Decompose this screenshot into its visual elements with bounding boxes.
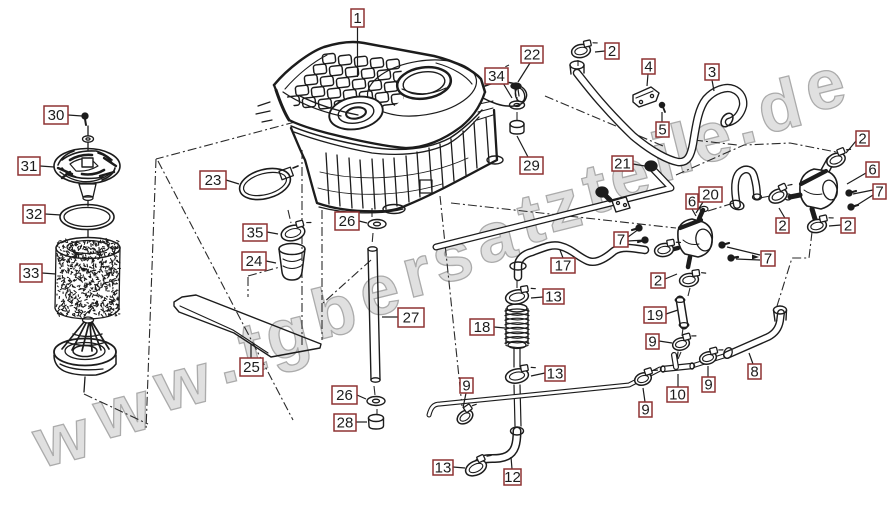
svg-text:2: 2: [858, 131, 866, 148]
svg-text:33: 33: [23, 265, 40, 282]
svg-text:13: 13: [547, 366, 564, 383]
svg-text:35: 35: [247, 225, 264, 242]
svg-text:8: 8: [750, 364, 758, 381]
svg-text:9: 9: [641, 402, 649, 419]
svg-text:9: 9: [462, 378, 470, 395]
svg-text:17: 17: [555, 258, 572, 275]
svg-text:19: 19: [647, 307, 664, 324]
svg-text:24: 24: [246, 253, 263, 270]
svg-text:26: 26: [336, 387, 353, 404]
svg-text:3: 3: [708, 64, 716, 81]
svg-text:30: 30: [48, 107, 65, 124]
svg-text:20: 20: [702, 187, 719, 204]
svg-text:7: 7: [875, 184, 883, 201]
svg-text:21: 21: [614, 156, 631, 173]
svg-text:2: 2: [844, 218, 852, 235]
svg-text:18: 18: [474, 319, 491, 336]
svg-text:9: 9: [704, 377, 712, 394]
svg-text:26: 26: [339, 213, 356, 230]
svg-text:25: 25: [243, 359, 260, 376]
svg-text:6: 6: [868, 162, 876, 179]
svg-text:10: 10: [669, 387, 686, 404]
svg-text:31: 31: [21, 158, 38, 175]
svg-text:4: 4: [644, 59, 652, 76]
svg-text:34: 34: [488, 68, 505, 85]
svg-text:29: 29: [523, 158, 540, 175]
svg-text:23: 23: [205, 172, 222, 189]
svg-text:7: 7: [764, 251, 772, 268]
svg-text:22: 22: [524, 47, 541, 64]
svg-text:5: 5: [658, 122, 666, 139]
svg-text:9: 9: [648, 334, 656, 351]
svg-text:6: 6: [688, 194, 696, 211]
svg-text:12: 12: [504, 469, 521, 486]
svg-text:2: 2: [654, 273, 662, 290]
svg-text:2: 2: [778, 218, 786, 235]
svg-text:1: 1: [353, 10, 361, 27]
svg-text:28: 28: [337, 415, 354, 432]
svg-text:32: 32: [26, 206, 43, 223]
svg-text:2: 2: [608, 43, 616, 60]
svg-text:13: 13: [435, 460, 452, 477]
svg-text:7: 7: [617, 232, 625, 249]
svg-text:27: 27: [403, 310, 420, 327]
svg-text:13: 13: [545, 289, 562, 306]
